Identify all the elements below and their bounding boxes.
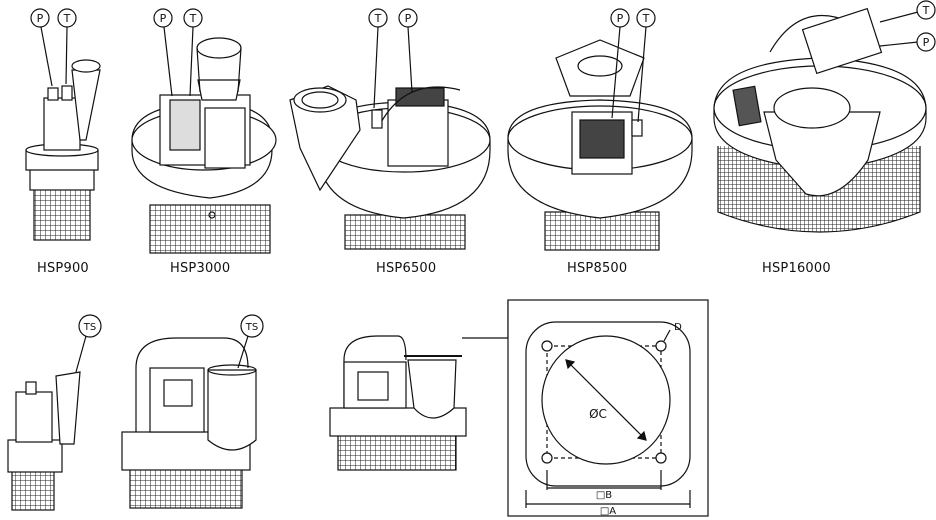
hsp6500-pump-drawing — [289, 85, 491, 250]
hsp3000-pump-drawing — [131, 37, 277, 254]
hsp3000-p-callout — [153, 8, 173, 97]
model-label-hsp900: HSP900 — [37, 261, 89, 276]
hsp8500-pump-drawing — [507, 39, 693, 251]
side-view-2-ts-label: TS — [245, 322, 258, 333]
model-label-hsp6500: HSP6500 — [376, 261, 437, 276]
side-view-1-ts-label: TS — [83, 322, 96, 333]
hsp6500-p-callout — [398, 8, 418, 93]
side-view-large-pump — [329, 300, 509, 471]
hsp3000-t-label: T — [189, 12, 197, 25]
hsp6500-t-label: T — [374, 12, 382, 25]
hsp900-p-label: P — [37, 12, 44, 25]
hsp16000-pump-drawing — [713, 7, 927, 233]
side-view-2-ts-callout — [237, 314, 264, 369]
hsp6500-t-callout — [368, 8, 388, 109]
hsp900-p-callout — [30, 8, 53, 87]
flange-inner-square-label: □B — [596, 490, 612, 501]
flange-diameter-label: ØC — [589, 407, 607, 421]
model-label-hsp8500: HSP8500 — [567, 261, 628, 276]
side-view-1-ts-callout — [75, 314, 102, 373]
flange-outer-square-label: □A — [600, 506, 616, 517]
hsp16000-p-callout — [879, 32, 936, 52]
hsp8500-t-callout — [636, 8, 656, 123]
model-label-hsp3000: HSP3000 — [170, 261, 231, 276]
model-label-hsp16000: HSP16000 — [762, 261, 831, 276]
flange-bolt-hole-label: D — [674, 322, 682, 333]
hsp8500-p-label: P — [617, 12, 624, 25]
hsp6500-p-label: P — [405, 12, 412, 25]
hsp16000-p-label: P — [923, 36, 930, 49]
side-view-small-pump — [7, 371, 81, 511]
hsp900-pump-drawing — [25, 59, 101, 241]
hsp3000-t-callout — [183, 8, 203, 97]
side-view-medium-pump — [121, 337, 257, 509]
hsp16000-t-label: T — [922, 4, 930, 17]
hsp3000-p-label: P — [160, 12, 167, 25]
flange-detail-box — [507, 299, 709, 517]
hsp16000-t-callout — [879, 0, 936, 23]
hsp900-t-label: T — [63, 12, 71, 25]
hsp8500-p-callout — [610, 8, 630, 119]
hsp8500-t-label: T — [642, 12, 650, 25]
hsp900-t-callout — [57, 8, 77, 85]
